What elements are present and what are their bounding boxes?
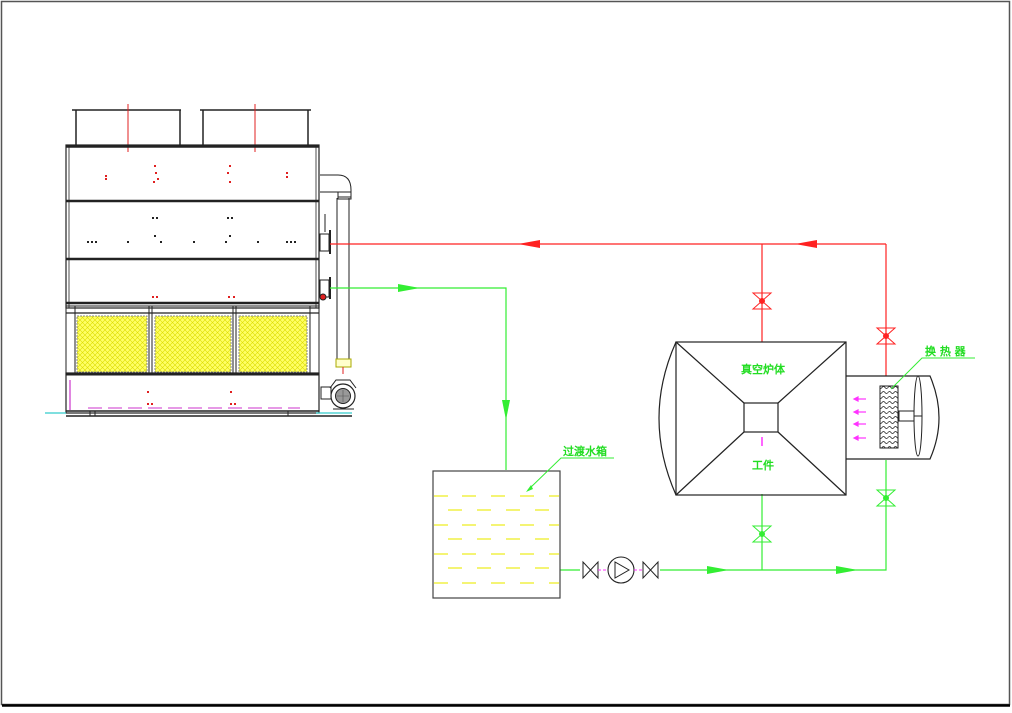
vacuum-furnace: 真空炉体 工件 <box>658 341 847 496</box>
hot-valve-furnace[interactable] <box>751 292 773 310</box>
transfer-tank-label: 过渡水箱 <box>563 444 607 458</box>
cold-valve-furnace[interactable] <box>751 525 773 543</box>
pump-inlet-valve[interactable] <box>582 560 599 580</box>
flow-arrow-down-1 <box>502 400 510 420</box>
spray-pump <box>320 379 357 410</box>
fill-media-2 <box>154 315 232 373</box>
cooling-tower <box>45 104 357 417</box>
workpiece-chamber <box>743 402 779 433</box>
pump-outlet-valve[interactable] <box>642 560 659 580</box>
tank-leader-line <box>527 457 614 491</box>
cold-supply-lines <box>330 287 887 571</box>
fan-motor <box>898 410 915 422</box>
hot-return-lines <box>330 243 887 376</box>
fan-blade <box>913 375 923 457</box>
flow-arrow-right-1 <box>398 284 420 292</box>
riser-pipe <box>320 174 352 374</box>
rivet-dots <box>105 165 288 405</box>
hot-valve-exchanger[interactable] <box>875 327 897 345</box>
circulation-pump-set <box>582 556 659 584</box>
flow-arrow-right-3 <box>836 566 858 574</box>
hot-flow-arrows <box>518 240 817 248</box>
air-flow-arrows <box>852 396 866 441</box>
flow-arrow-left-1 <box>518 240 540 248</box>
fill-media-1 <box>76 315 148 373</box>
pump[interactable] <box>607 556 635 584</box>
fill-media-3 <box>238 315 308 373</box>
cold-flow-arrows <box>398 284 858 574</box>
flow-arrow-right-2 <box>707 566 729 574</box>
exchanger-coil <box>879 385 899 449</box>
exchanger-leader-line <box>890 357 975 390</box>
water-level-lines <box>434 495 559 584</box>
fan-stack-right <box>200 104 311 152</box>
transfer-tank: 过渡水箱 <box>432 444 614 599</box>
furnace-label: 真空炉体 <box>741 362 786 376</box>
cold-valve-exchanger[interactable] <box>875 489 897 507</box>
heat-exchanger: 换 热 器 <box>846 344 975 460</box>
fan-stack-left <box>72 104 181 152</box>
bolt-dots <box>87 217 296 243</box>
workpiece-label: 工件 <box>752 458 774 472</box>
flow-arrow-left-2 <box>795 240 817 248</box>
heat-exchanger-label: 换 热 器 <box>925 344 967 358</box>
